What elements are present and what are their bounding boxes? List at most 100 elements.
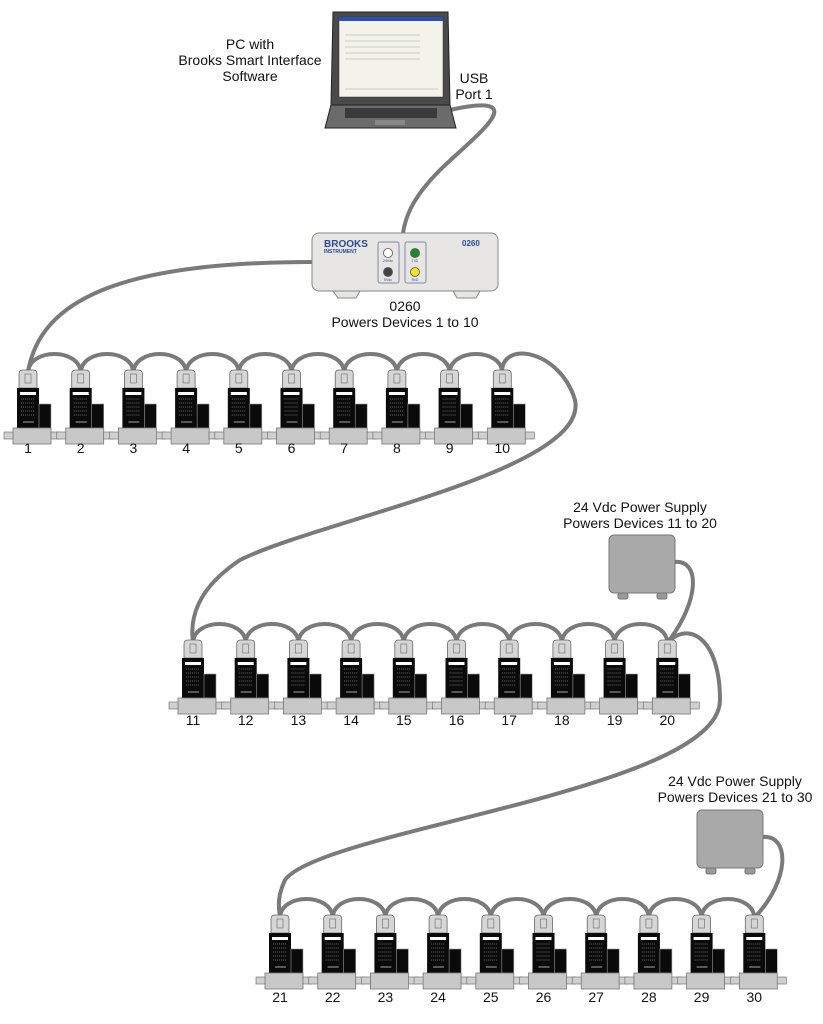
mass-flow-device <box>642 639 700 715</box>
power-supply-caption-line: Powers Devices 21 to 30 <box>657 789 813 805</box>
status-led: 24Vdc <box>383 248 393 263</box>
mass-flow-device <box>221 639 279 715</box>
mass-flow-device <box>590 639 647 715</box>
device-number: 24 <box>430 989 446 1005</box>
device-number: 22 <box>324 989 341 1005</box>
status-led: TxD <box>410 248 420 263</box>
mass-flow-device <box>255 914 313 990</box>
daisy-chain-cable <box>236 352 294 374</box>
device-number: 17 <box>501 712 517 728</box>
mass-flow-device <box>326 639 384 715</box>
daisy-chain-cable <box>184 352 241 374</box>
device-number: 30 <box>746 989 763 1005</box>
pc-label-line: Brooks Smart Interface <box>178 52 322 68</box>
mass-flow-device <box>56 369 114 445</box>
mass-flow-device <box>319 369 377 445</box>
device-number: 13 <box>290 712 307 728</box>
mass-flow-device <box>677 914 734 990</box>
mass-flow-device <box>308 914 366 990</box>
device-number: 27 <box>588 989 604 1005</box>
device-number: 7 <box>340 440 349 456</box>
mass-flow-device <box>519 914 576 990</box>
daisy-chain-cable <box>507 622 564 644</box>
device-number: 29 <box>693 989 710 1005</box>
long-cable <box>666 560 695 644</box>
daisy-chain-cable <box>646 897 704 919</box>
daisy-chain-cable <box>699 897 757 919</box>
daisy-chain-cable <box>26 352 83 374</box>
usb-label: USB Port 1 <box>449 70 499 102</box>
long-cable <box>753 834 785 919</box>
led-label: TxD <box>412 259 419 263</box>
device-number: 6 <box>287 440 296 456</box>
daisy-chain-cable <box>383 897 441 919</box>
device-number: 12 <box>237 712 254 728</box>
laptop-screen <box>338 16 444 98</box>
device-number: 2 <box>76 440 85 456</box>
brand-logo: BROOKS <box>324 239 368 250</box>
interface-caption-line: Powers Devices 1 to 10 <box>331 314 479 330</box>
model-label: 0260 <box>462 239 480 248</box>
daisy-chain-cable <box>594 897 651 919</box>
mass-flow-device <box>274 639 331 715</box>
mass-flow-device <box>425 369 482 445</box>
daisy-chain-cable <box>541 897 599 919</box>
device-number: 9 <box>445 440 454 456</box>
cables <box>26 103 785 919</box>
daisy-chain-cable <box>559 622 617 644</box>
device-number: 1 <box>24 440 32 456</box>
mass-flow-device <box>484 639 542 715</box>
device-number: 8 <box>392 440 401 456</box>
pc-label-line: PC with <box>225 36 275 52</box>
device-number: 3 <box>129 440 138 456</box>
daisy-chain-cable <box>394 352 452 374</box>
daisy-chain-cable <box>296 622 354 644</box>
status-led: RxD <box>410 267 420 282</box>
daisy-chain-cable <box>191 622 248 644</box>
long-cable <box>276 631 723 919</box>
daisy-chain-cable <box>349 622 406 644</box>
device-number: 23 <box>377 989 394 1005</box>
usb-label-line: USB <box>459 70 489 86</box>
mass-flow-device <box>161 369 219 445</box>
daisy-chain-cable <box>454 622 512 644</box>
power-supply-caption-line: 24 Vdc Power Supply <box>573 499 707 515</box>
mass-flow-device <box>432 639 489 715</box>
device-number: 20 <box>659 712 676 728</box>
mass-flow-device <box>729 914 787 990</box>
power-supply-1 <box>608 534 676 600</box>
power-supply-caption-line: Powers Devices 11 to 20 <box>563 515 717 531</box>
daisy-chain-cable <box>488 897 546 919</box>
device-number: 14 <box>343 712 359 728</box>
mass-flow-device <box>477 369 535 445</box>
mass-flow-device <box>372 369 430 445</box>
device-number: 15 <box>396 712 412 728</box>
device-number: 28 <box>641 989 657 1005</box>
power-supply-1-caption: 24 Vdc Power Supply Powers Devices 11 to… <box>555 499 725 531</box>
mass-flow-device <box>109 369 166 445</box>
devices <box>3 369 787 990</box>
led-label: 5Vdc <box>384 278 392 282</box>
mass-flow-device <box>537 639 595 715</box>
mass-flow-device <box>571 914 629 990</box>
mass-flow-device <box>168 639 226 715</box>
daisy-chain-cable <box>401 622 459 644</box>
device-number: 10 <box>494 440 511 456</box>
pc-label-line: Software <box>222 68 278 84</box>
device-number: 4 <box>182 440 190 456</box>
device-number: 5 <box>234 440 243 456</box>
usb-label-line: Port 1 <box>455 86 493 102</box>
daisy-chain-cable <box>278 897 335 919</box>
long-cable <box>401 103 497 235</box>
status-led: 5Vdc <box>383 267 393 282</box>
pc-label: PC with Brooks Smart Interface Software <box>175 36 325 84</box>
daisy-chain-cable <box>243 622 301 644</box>
long-cable <box>190 351 578 644</box>
device-number: 26 <box>535 989 552 1005</box>
mass-flow-device <box>214 369 272 445</box>
interface-caption: 0260 Powers Devices 1 to 10 <box>310 298 500 330</box>
pc-laptop <box>324 11 457 129</box>
mass-flow-device <box>379 639 437 715</box>
mass-flow-device <box>413 914 471 990</box>
